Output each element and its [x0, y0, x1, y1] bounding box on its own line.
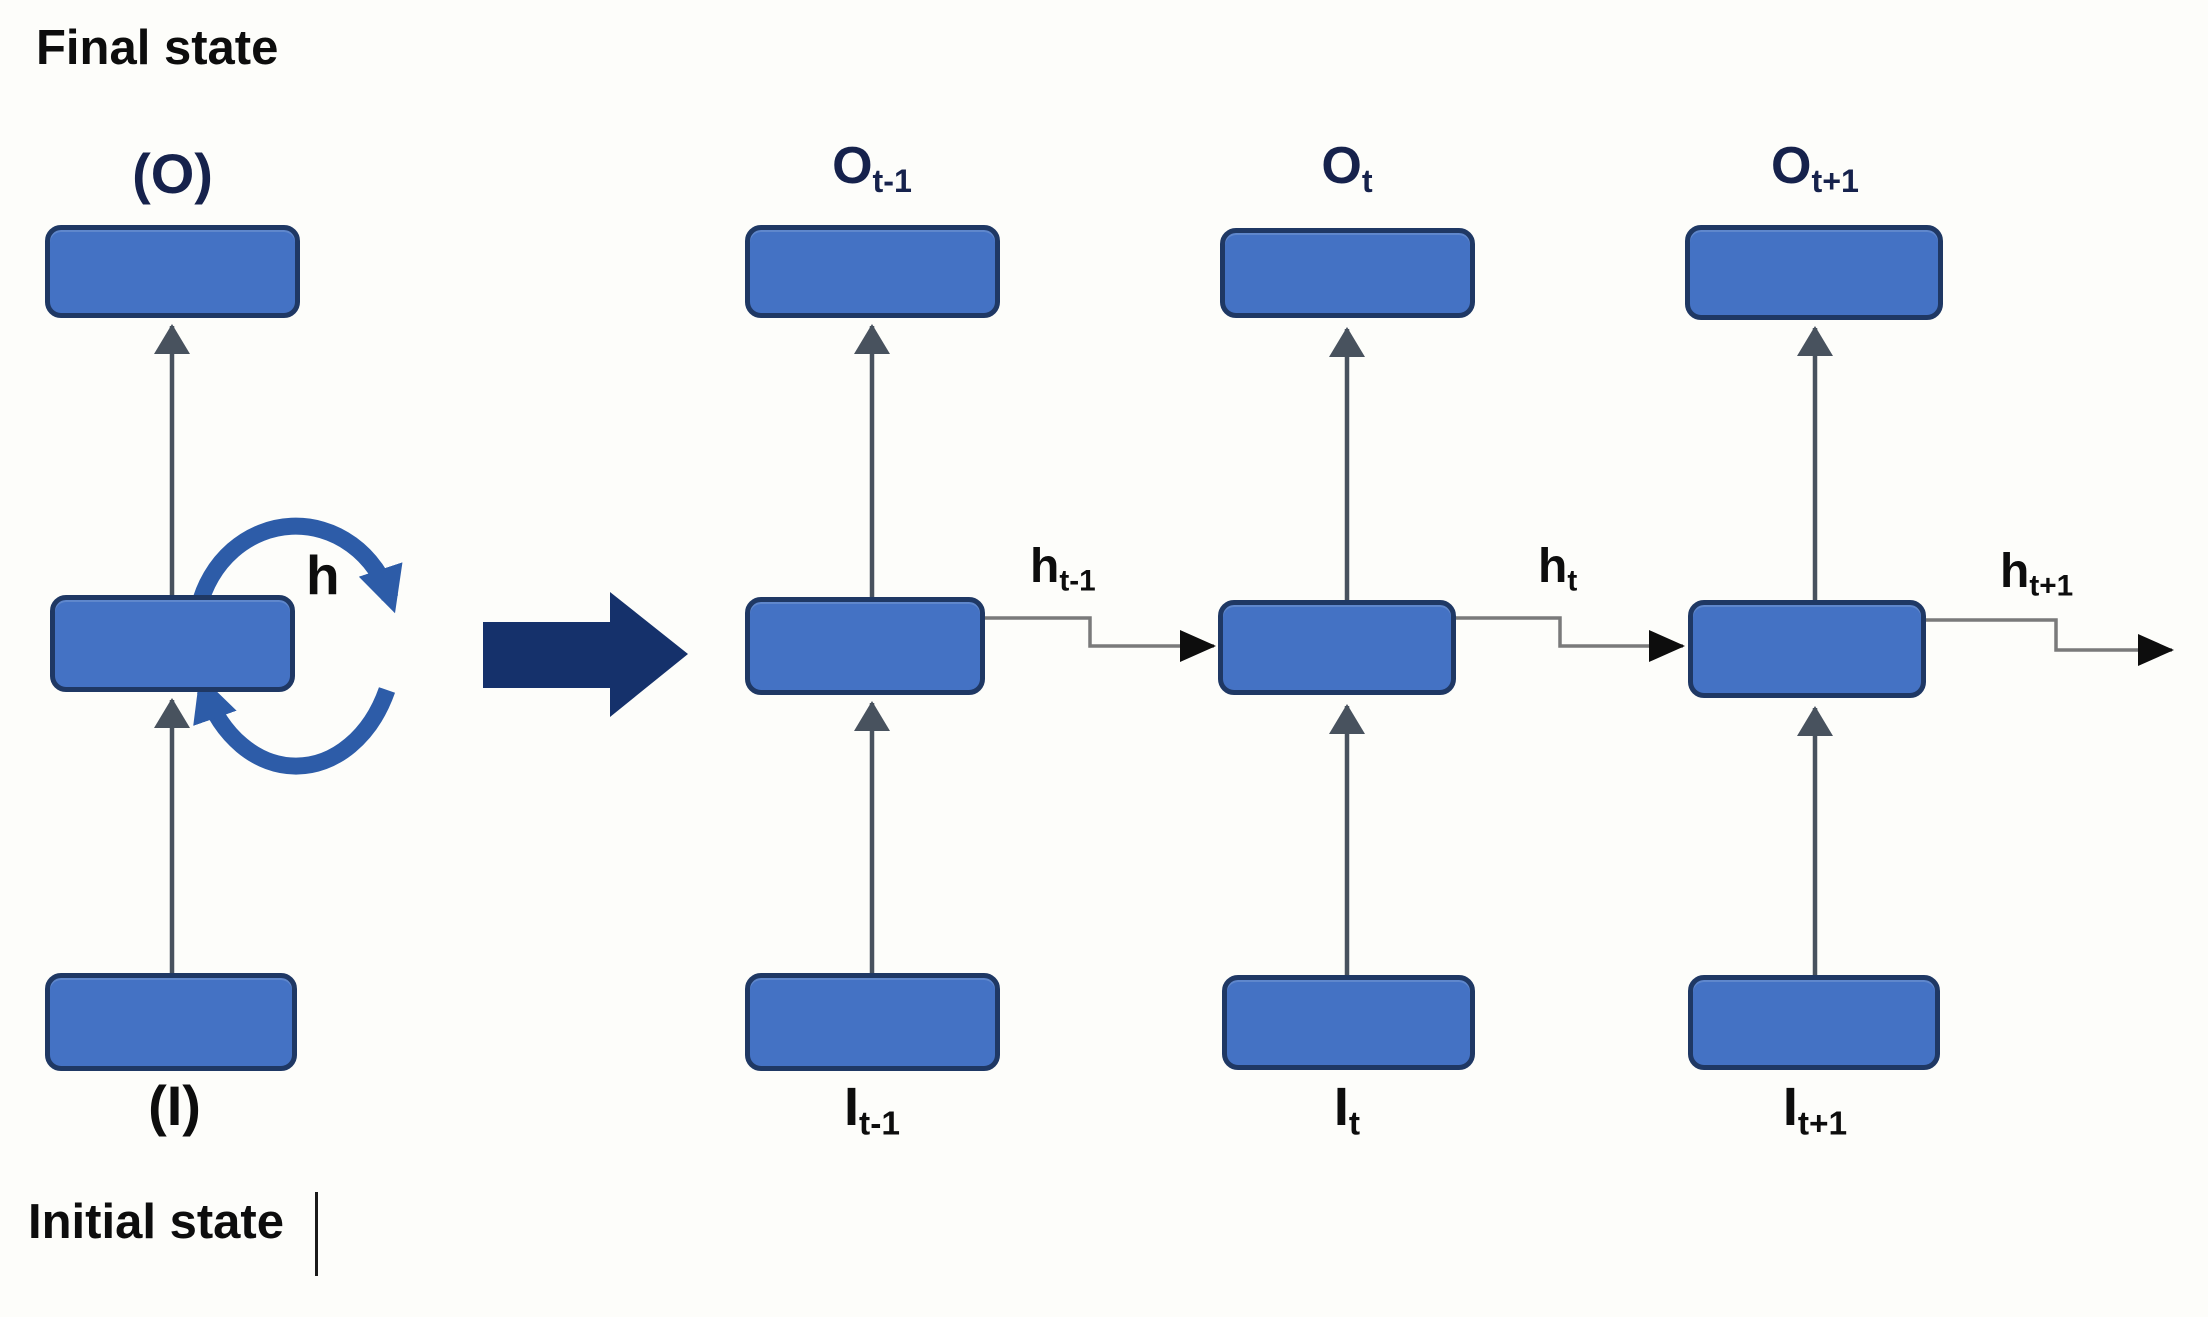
hidden-node-t [1218, 600, 1456, 695]
hidden-label-t: ht [1538, 543, 1577, 596]
input-node-t-1 [745, 973, 1000, 1071]
hidden-label-t-1: ht-1 [1030, 543, 1096, 596]
input-label-base: I [1333, 1077, 1349, 1137]
output-label-sub: t-1 [872, 163, 912, 200]
input-label-t+1: It+1 [1705, 1080, 1925, 1141]
output-node-t+1 [1685, 225, 1943, 320]
output-label-base: O [832, 137, 873, 195]
hidden-label-sub: t-1 [1059, 564, 1096, 598]
input-label-sub: t+1 [1797, 1105, 1848, 1143]
folded-hidden-node [50, 595, 295, 692]
output-label-base: O [1771, 137, 1812, 195]
folded-input-label: (I) [148, 1074, 201, 1137]
input-label-sub: t [1348, 1105, 1361, 1143]
unfold-arrow-icon [483, 592, 688, 717]
folded-output-label: (O) [132, 142, 213, 205]
output-node-t-1 [745, 225, 1000, 318]
hidden-label-sub: t+1 [2029, 569, 2074, 603]
output-label-t+1: Ot+1 [1705, 140, 1925, 197]
initial-state-label: Initial state [28, 1195, 284, 1249]
recurrent-loop-icon [190, 517, 403, 775]
input-label-base: I [1782, 1077, 1798, 1137]
text-cursor [315, 1192, 318, 1276]
input-node-t+1 [1688, 975, 1940, 1070]
output-node-t [1220, 228, 1475, 318]
output-label-base: O [1321, 137, 1362, 195]
output-label-t-1: Ot-1 [762, 140, 982, 197]
hidden-node-t-1 [745, 597, 985, 695]
hidden-label-base: h [1538, 540, 1568, 593]
input-label-t-1: It-1 [762, 1080, 982, 1141]
input-label-base: I [844, 1077, 860, 1137]
output-label-sub: t [1361, 163, 1373, 200]
hidden-label-t+1: ht+1 [2000, 548, 2073, 601]
hidden-label-base: h [1030, 540, 1060, 593]
folded-input-node [45, 973, 297, 1071]
hidden-state-connector-t [1455, 616, 1685, 662]
output-label-t: Ot [1237, 140, 1457, 197]
final-state-label: Final state [36, 21, 279, 75]
folded-output-node [45, 225, 300, 318]
hidden-label-sub: t [1567, 564, 1578, 598]
folded-hidden-loop-label: h [306, 544, 340, 606]
input-node-t [1222, 975, 1475, 1070]
input-label-sub: t-1 [859, 1105, 900, 1143]
output-label-sub: t+1 [1811, 163, 1859, 200]
hidden-state-connector-t+1 [1925, 618, 2174, 666]
input-label-t: It [1237, 1080, 1457, 1141]
hidden-node-t+1 [1688, 600, 1926, 698]
hidden-state-connector-t-1 [985, 616, 1216, 662]
hidden-label-base: h [2000, 545, 2030, 598]
